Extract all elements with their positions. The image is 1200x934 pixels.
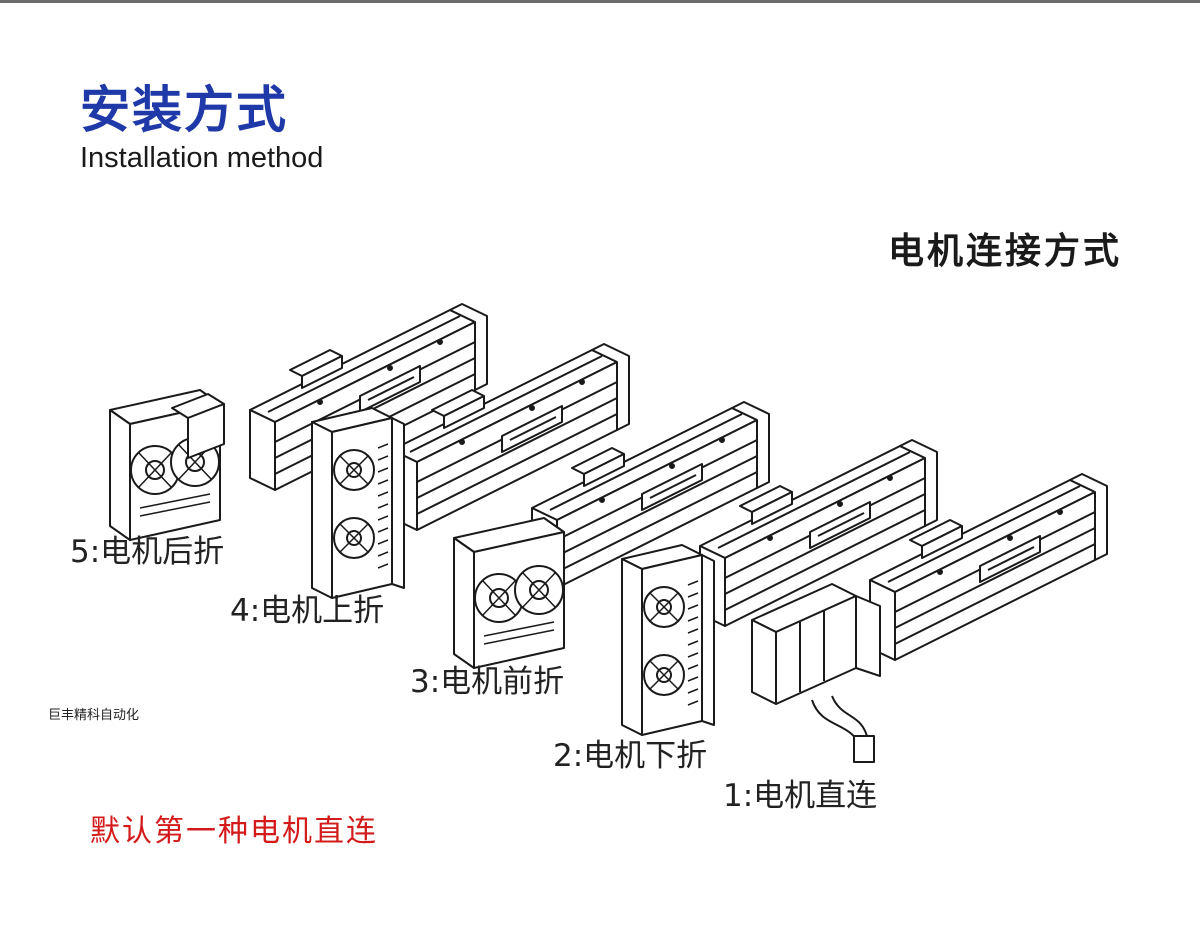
module-5-motor	[171, 393, 225, 459]
module-1-motor	[751, 583, 881, 763]
page-subtitle: Installation method	[80, 142, 324, 174]
module-4-motor-box	[311, 407, 405, 599]
default-note: 默认第一种电机直连	[90, 814, 378, 849]
page-title: 安装方式	[80, 81, 288, 139]
module-2-motor-box	[621, 544, 715, 736]
option-label-2: 2:电机下折	[553, 738, 708, 774]
company-name: 巨丰精科自动化	[48, 708, 140, 723]
option-label-1: 1:电机直连	[723, 778, 878, 814]
option-label-5: 5:电机后折	[70, 534, 225, 570]
section-heading: 电机连接方式	[887, 231, 1122, 272]
module-3-motor-box	[453, 517, 565, 669]
top-divider	[0, 0, 1200, 3]
option-label-3: 3:电机前折	[410, 664, 565, 700]
option-label-4: 4:电机上折	[230, 593, 385, 629]
